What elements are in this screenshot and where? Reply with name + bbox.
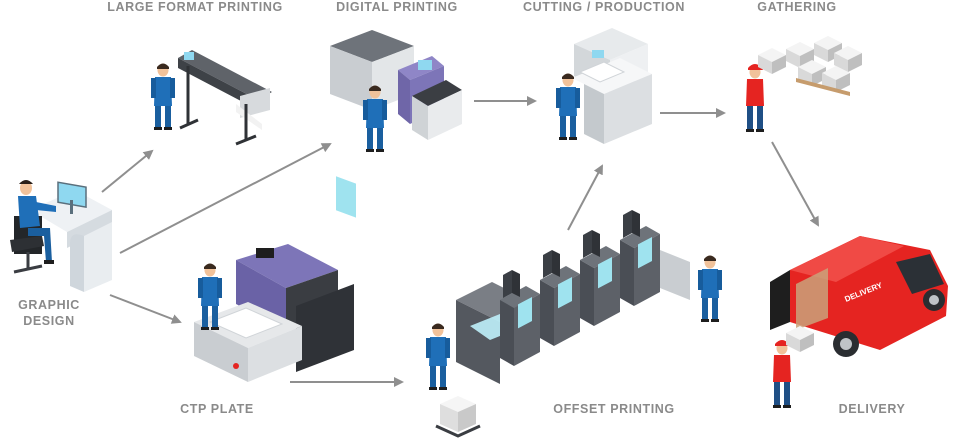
large-format-operator [151, 64, 175, 131]
digital-printing-press [330, 30, 462, 218]
graphic-design-workstation [10, 180, 112, 292]
large-format-printer [151, 50, 272, 144]
press-unit-2 [540, 250, 580, 346]
offset-printing-press [426, 210, 722, 436]
paper-cutting-machine [556, 28, 652, 144]
press-unit-3 [580, 230, 620, 326]
offset-operator-left [426, 324, 450, 391]
cutting-operator [556, 74, 580, 141]
arrow-design-to-ctp [110, 295, 180, 322]
delivery-worker [773, 340, 791, 408]
press-unit-1 [500, 270, 540, 366]
arrow-gathering-to-delivery [772, 142, 818, 225]
gathering-station [746, 36, 862, 132]
designer-figure [10, 180, 56, 272]
arrow-offset-to-cutting [568, 166, 602, 230]
arrow-design-to-digital [120, 144, 330, 253]
gathering-worker [746, 64, 764, 132]
offset-operator-right [698, 256, 722, 323]
paper-pallet [436, 396, 480, 436]
press-unit-4 [620, 210, 660, 306]
paper-stacks [786, 36, 862, 96]
arrow-design-to-large-format [102, 151, 152, 192]
ctp-plate-machine [194, 244, 354, 382]
delivery-van: DELIVERY [770, 236, 948, 408]
